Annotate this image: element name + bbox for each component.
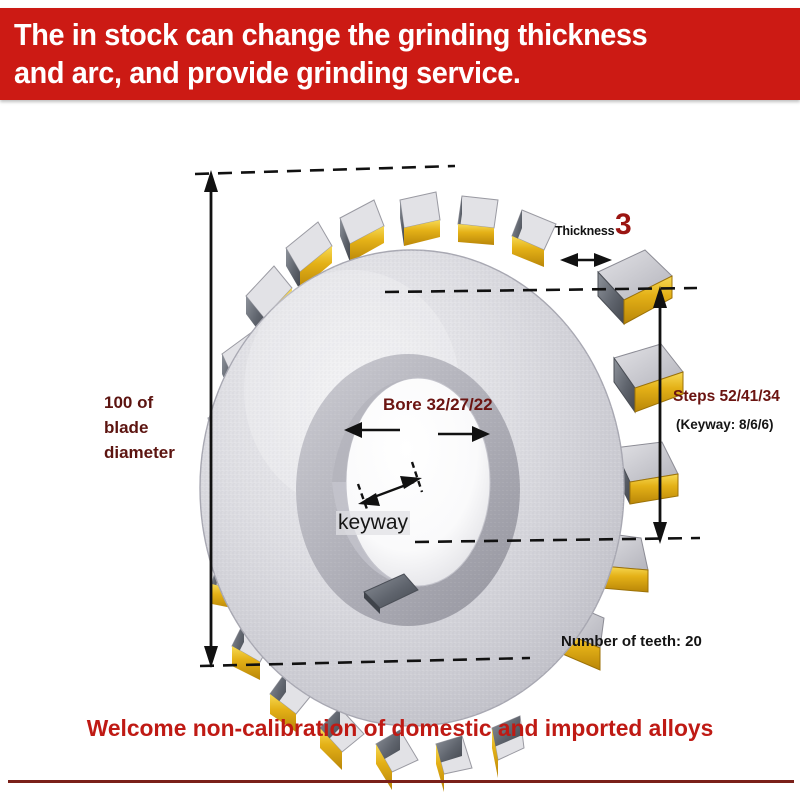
label-tooth-count: Number of teeth: 20 [561,633,702,650]
extension-line-step-bottom [414,536,701,544]
label-steps: Steps 52/41/34 [673,388,780,405]
label-keyway: keyway [336,511,411,535]
footer-tagline: Welcome non-calibration of domestic and … [86,715,714,741]
keyway-notch [363,573,419,614]
label-blade-diameter-line-3: diameter [104,443,175,462]
label-blade-diameter-line-2: blade [104,418,149,437]
footer-divider [8,780,794,783]
product-diagram: 100 of blade diameter Thickness 3 Bore 3… [0,100,800,800]
keyway-tick-left [356,483,370,513]
extension-line-top [194,164,456,176]
saw-blade-illustration [194,164,701,792]
headline-line-2: and arc, and provide grinding service. [14,55,521,90]
label-bore: Bore 32/27/22 [383,395,493,414]
label-thickness: Thickness [555,224,615,238]
keyway-tick-right [410,461,424,493]
headline-banner: The in stock can change the grinding thi… [0,8,800,100]
extension-line-bottom [199,656,531,668]
dimension-lines [194,164,701,668]
headline-line-1: The in stock can change the grinding thi… [14,17,648,52]
label-thickness-value: 3 [615,208,632,241]
label-blade-diameter: 100 of blade diameter [104,390,175,465]
label-blade-diameter-line-1: 100 of [104,393,154,412]
label-keyway-sizes: (Keyway: 8/6/6) [676,417,774,432]
extension-line-step-top [384,286,698,294]
